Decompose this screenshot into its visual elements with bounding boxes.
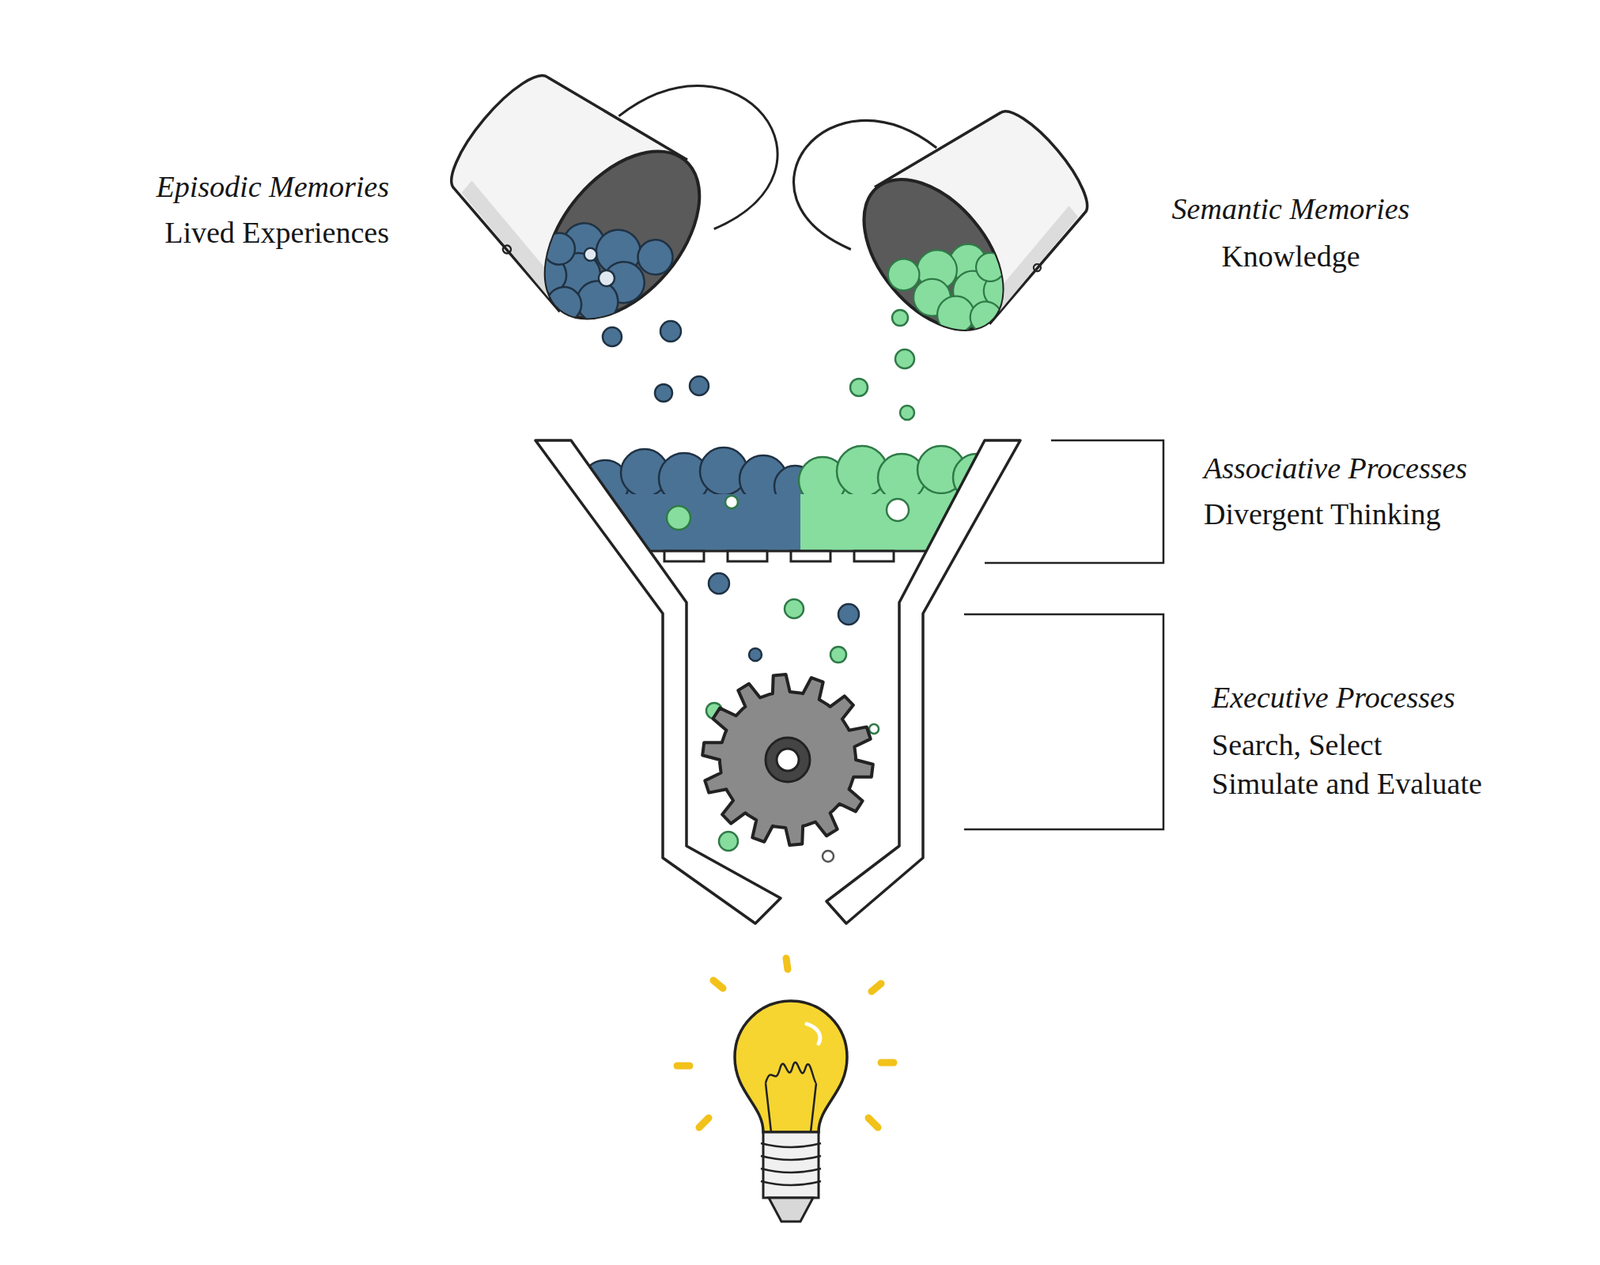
label-heading: Episodic Memories [156,167,390,207]
label-heading: Associative Processes [1203,449,1468,488]
screw-thread [760,1143,821,1186]
bracket-lines [964,440,1164,830]
gear-hub [765,737,810,783]
label-text: Divergent Thinking [1203,495,1441,534]
bucket-opening [514,122,731,348]
semantic-bucket [771,23,1121,377]
semantic-blobs [881,208,1035,363]
bulb-glass [734,1001,848,1133]
label-text: Lived Experiences [164,213,390,253]
bulb-highlight [806,1024,821,1044]
falling-semantic [850,310,915,420]
episodic-blobs [510,182,680,355]
label-text: Knowledge [1221,237,1360,277]
light-rays [677,958,894,1128]
sieve [650,551,927,562]
falling-episodic [602,321,709,402]
label-heading: Executive Processes [1211,678,1456,718]
light-bulb [677,958,894,1222]
gear-body [702,674,874,846]
filament [765,1062,817,1133]
label-text: Search, Select Simulate and Evaluate [1211,726,1490,805]
bulb-tip [768,1198,814,1222]
bulb-base [763,1132,819,1199]
funnel [535,440,1021,924]
bucket-opening [836,153,1030,356]
handle-rivet [501,243,513,255]
episodic-bucket [414,0,803,371]
gear [702,674,874,846]
gear-hole [776,748,799,772]
label-heading: Semantic Memories [1172,189,1411,229]
handle-rivet [1032,262,1043,273]
